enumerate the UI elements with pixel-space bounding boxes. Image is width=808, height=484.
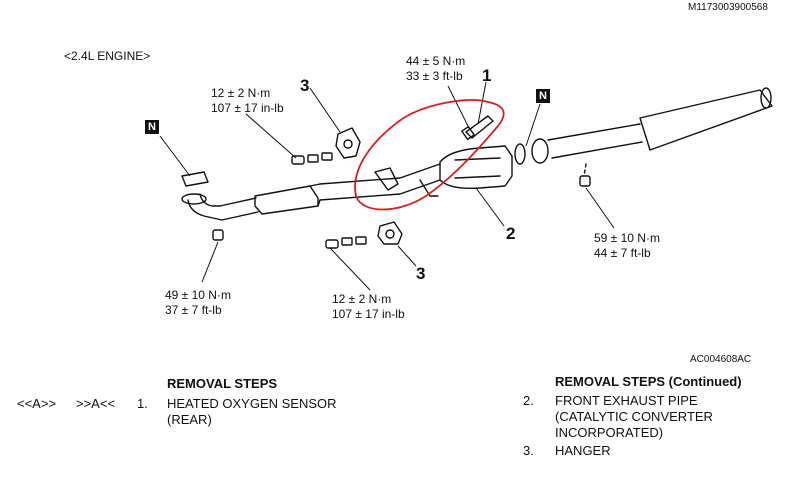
torque-sensor-imp: 33 ± 3 ft-lb xyxy=(406,69,463,83)
red-circle-annotation xyxy=(354,99,505,211)
leader-item3-upper xyxy=(309,87,341,133)
leader-item2 xyxy=(475,187,505,227)
upper-bolt-3 xyxy=(321,152,333,161)
rear-gasket xyxy=(514,143,526,165)
upper-hanger xyxy=(335,127,361,159)
n-marker-rear: N xyxy=(536,89,550,103)
upper-bolt-1 xyxy=(291,155,305,165)
leader-rear-gasket xyxy=(525,103,541,147)
rear-nut xyxy=(579,175,591,187)
callout-1: 1 xyxy=(482,66,492,85)
oxygen-sensor xyxy=(465,115,494,139)
front-nut xyxy=(212,229,224,241)
removal-steps-continued-title: REMOVAL STEPS (Continued) xyxy=(555,374,742,389)
step-2-line-3: INCORPORATED) xyxy=(555,425,664,440)
mid-pipe xyxy=(319,163,441,201)
leader-front-nut xyxy=(201,241,219,283)
catalytic-converter xyxy=(439,145,513,190)
torque-lower-center-imp: 107 ± 17 in-lb xyxy=(332,307,405,321)
upper-bolt-2 xyxy=(307,154,319,163)
front-gasket xyxy=(181,171,209,187)
lower-hanger-bracket xyxy=(419,179,439,197)
torque-rear-right: 59 ± 10 N·m 44 ± 7 ft-lb xyxy=(594,231,660,261)
lower-bolt-3 xyxy=(355,236,367,245)
front-bend xyxy=(187,193,223,221)
torque-upper-left-imp: 107 ± 17 in-lb xyxy=(211,101,284,115)
front-pipe xyxy=(219,197,259,221)
step-2-number: 2. xyxy=(523,393,534,408)
torque-sensor-nm: 44 ± 5 N·m xyxy=(406,54,466,68)
torque-rear-right-nm: 59 ± 10 N·m xyxy=(594,231,660,245)
pipe-bracket xyxy=(374,167,399,191)
n-marker-front: N xyxy=(145,120,159,134)
lower-bolt-1 xyxy=(325,239,339,249)
rear-muffler xyxy=(639,89,773,151)
leader-lower-bolts xyxy=(329,247,371,291)
torque-sensor: 44 ± 5 N·m 33 ± 3 ft-lb xyxy=(406,54,465,84)
rear-pipe xyxy=(547,123,643,159)
engine-label: <2.4L ENGINE> xyxy=(64,49,151,63)
lower-hanger xyxy=(377,221,403,245)
step-1-text: HEATED OXYGEN SENSOR (REAR) xyxy=(167,396,337,428)
removal-steps-title: REMOVAL STEPS xyxy=(167,376,278,391)
front-flange xyxy=(181,193,207,205)
step-2-line-2: (CATALYTIC CONVERTER xyxy=(555,409,713,424)
leader-upper-bolts xyxy=(245,113,297,159)
step-1-number: 1. xyxy=(137,396,148,411)
torque-rear-right-imp: 44 ± 7 ft-lb xyxy=(594,246,651,260)
torque-front-left-nm: 49 ± 10 N·m xyxy=(165,288,231,302)
callout-3-upper: 3 xyxy=(300,76,310,95)
callout-2: 2 xyxy=(506,224,516,243)
front-resonator xyxy=(254,185,319,215)
step-1-line-1: HEATED OXYGEN SENSOR xyxy=(167,396,337,411)
rear-flange xyxy=(531,138,549,164)
leader-item3-lower xyxy=(397,245,417,267)
leader-rear-nut xyxy=(585,187,615,229)
torque-upper-left: 12 ± 2 N·m 107 ± 17 in-lb xyxy=(211,86,284,116)
note-a-right: >>A<< xyxy=(76,396,116,411)
torque-lower-center: 12 ± 2 N·m 107 ± 17 in-lb xyxy=(332,292,405,322)
torque-lower-center-nm: 12 ± 2 N·m xyxy=(332,292,392,306)
step-1-line-2: (REAR) xyxy=(167,412,212,427)
step-2-text: FRONT EXHAUST PIPE (CATALYTIC CONVERTER … xyxy=(555,393,713,441)
note-a-left: <<A>> xyxy=(17,396,57,411)
torque-upper-left-nm: 12 ± 2 N·m xyxy=(211,86,271,100)
figure-code: AC004608AC xyxy=(690,354,752,365)
leader-sensor-torque xyxy=(447,85,471,131)
tail-opening xyxy=(760,87,772,109)
torque-front-left-imp: 37 ± 7 ft-lb xyxy=(165,303,222,317)
step-3-number: 3. xyxy=(523,443,534,458)
reference-code: M1173003900568 xyxy=(688,2,768,13)
torque-front-left: 49 ± 10 N·m 37 ± 7 ft-lb xyxy=(165,288,231,318)
lower-bolt-2 xyxy=(341,237,353,246)
callout-3-lower: 3 xyxy=(416,264,426,283)
step-2-line-1: FRONT EXHAUST PIPE xyxy=(555,393,698,408)
leader-item1 xyxy=(477,81,487,125)
leader-front-gasket xyxy=(159,135,191,177)
step-3-text: HANGER xyxy=(555,443,611,458)
